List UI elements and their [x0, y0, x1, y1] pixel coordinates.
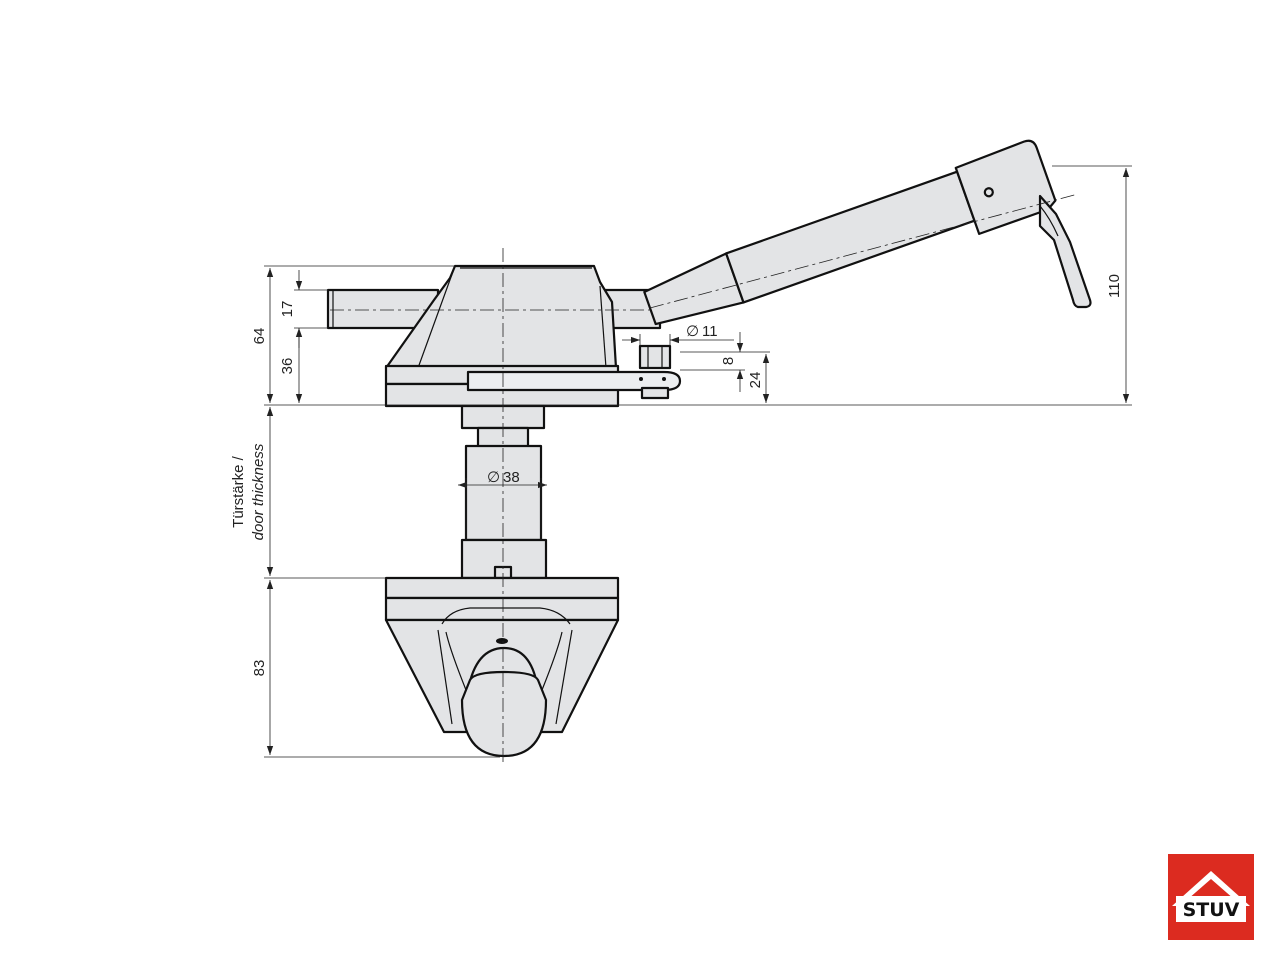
dimension-lines	[264, 165, 1132, 758]
shaft-assembly	[460, 404, 548, 580]
dim-8: 8	[720, 357, 737, 365]
dim-64: 64	[251, 328, 268, 345]
dim-36: 36	[279, 358, 296, 375]
fastener	[638, 344, 672, 370]
handle-assembly	[326, 139, 1092, 408]
dim-83: 83	[251, 660, 268, 677]
lever-arm	[643, 139, 1057, 326]
bottom-plate-2	[384, 596, 620, 622]
center-lines	[330, 193, 1079, 765]
door-thickness-en: door thickness	[250, 443, 267, 540]
dim-dia-38: 38	[503, 469, 520, 486]
left-spindle	[326, 288, 440, 330]
dim-110: 110	[1106, 274, 1123, 298]
logo-text: STUV	[1183, 899, 1240, 921]
knob	[460, 670, 548, 758]
dia-11-symbol: ∅	[686, 323, 699, 340]
dim-dia-11: 11	[702, 323, 718, 340]
dim-17: 17	[279, 301, 296, 318]
lever-grip	[1038, 194, 1092, 309]
dim-24: 24	[747, 372, 764, 389]
door-thickness-de: Türstärke /	[230, 455, 247, 528]
dimension-labels: 64 17 36 83 110 8 24 ∅ 11 ∅ 38 Türstärke…	[230, 274, 1123, 676]
dia-38-symbol: ∅	[487, 469, 500, 486]
bottom-plate-1	[384, 576, 620, 600]
lower-collar	[460, 538, 548, 580]
knob-assembly	[384, 576, 620, 758]
knob-ring	[466, 646, 540, 691]
stuv-logo: STUV	[1168, 854, 1254, 940]
shaft-body	[464, 444, 543, 542]
